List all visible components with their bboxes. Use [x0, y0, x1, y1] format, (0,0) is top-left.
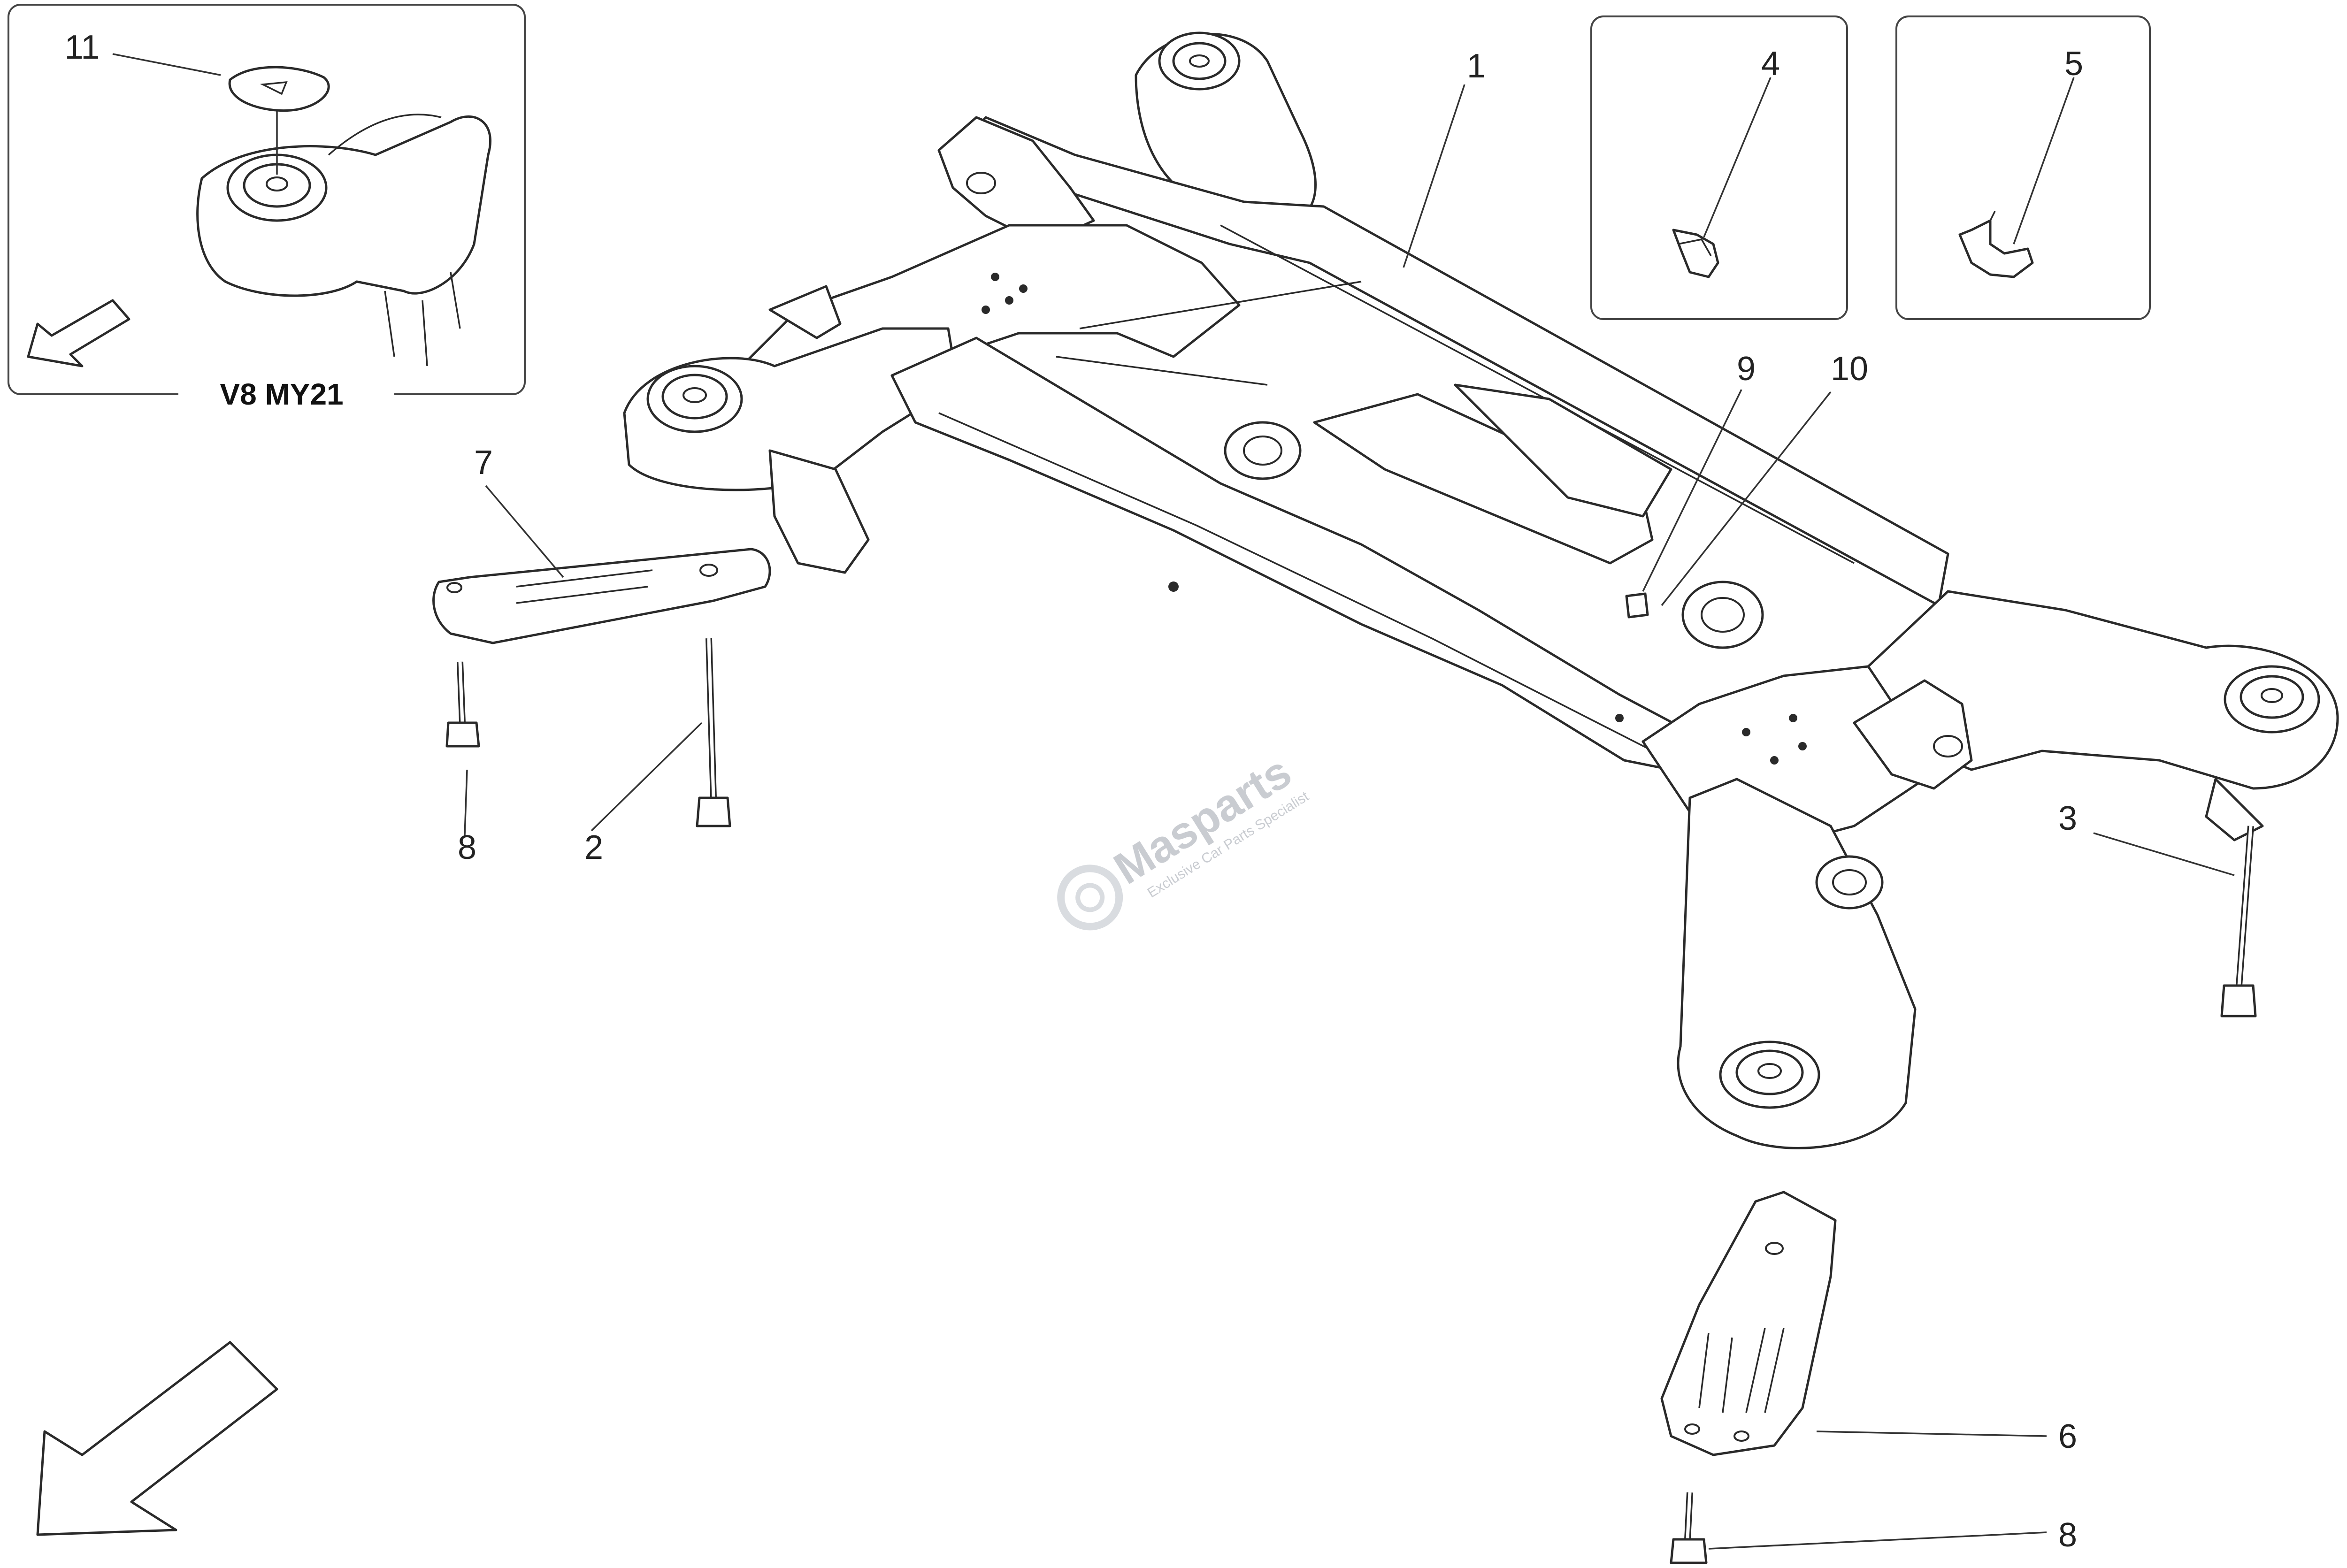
bolt-2 — [696, 638, 731, 827]
inset-v8-my21: V8 MY21 11 — [8, 4, 526, 413]
bolt-8-left — [445, 661, 480, 748]
part-6-reinforcement-plate — [1660, 1191, 1837, 1456]
inset-part-4: 4 — [1590, 15, 1848, 320]
callout-11: 11 — [65, 29, 100, 66]
inset-caption: V8 MY21 — [220, 377, 343, 411]
callout-8-left: 8 — [458, 829, 476, 866]
watermark-logo-icon — [1057, 864, 1123, 931]
callout-7: 7 — [474, 444, 493, 482]
part-4-clip — [1672, 229, 1719, 278]
watermark: Masparts Exclusive Car Parts Specialist — [1057, 747, 1312, 931]
callout-2: 2 — [584, 829, 603, 866]
inset-mount-drawing — [196, 66, 491, 367]
inset-part-5: 5 — [1895, 15, 2151, 320]
leader-lines — [464, 84, 2235, 1550]
callouts: 1 7 8 2 3 6 8 9 10 — [458, 47, 2077, 1554]
callout-6: 6 — [2058, 1418, 2077, 1455]
bolt-8-right — [1670, 1492, 1708, 1564]
inset-direction-arrow — [27, 299, 130, 367]
bolt-9 — [1625, 592, 1649, 619]
part-11-cap — [228, 66, 330, 112]
part-5-clip — [1958, 219, 2034, 278]
callout-5: 5 — [2064, 45, 2083, 83]
bolt-3 — [2220, 826, 2257, 1017]
callout-3: 3 — [2058, 800, 2077, 837]
callout-4: 4 — [1761, 45, 1780, 83]
callout-8-right: 8 — [2058, 1516, 2077, 1554]
direction-arrow — [36, 1341, 278, 1536]
part-7-reinforcement-plate — [432, 548, 771, 644]
callout-1: 1 — [1467, 47, 1486, 85]
callout-10: 10 — [1831, 350, 1868, 388]
callout-9: 9 — [1737, 350, 1756, 388]
rear-subframe — [623, 31, 2339, 1149]
